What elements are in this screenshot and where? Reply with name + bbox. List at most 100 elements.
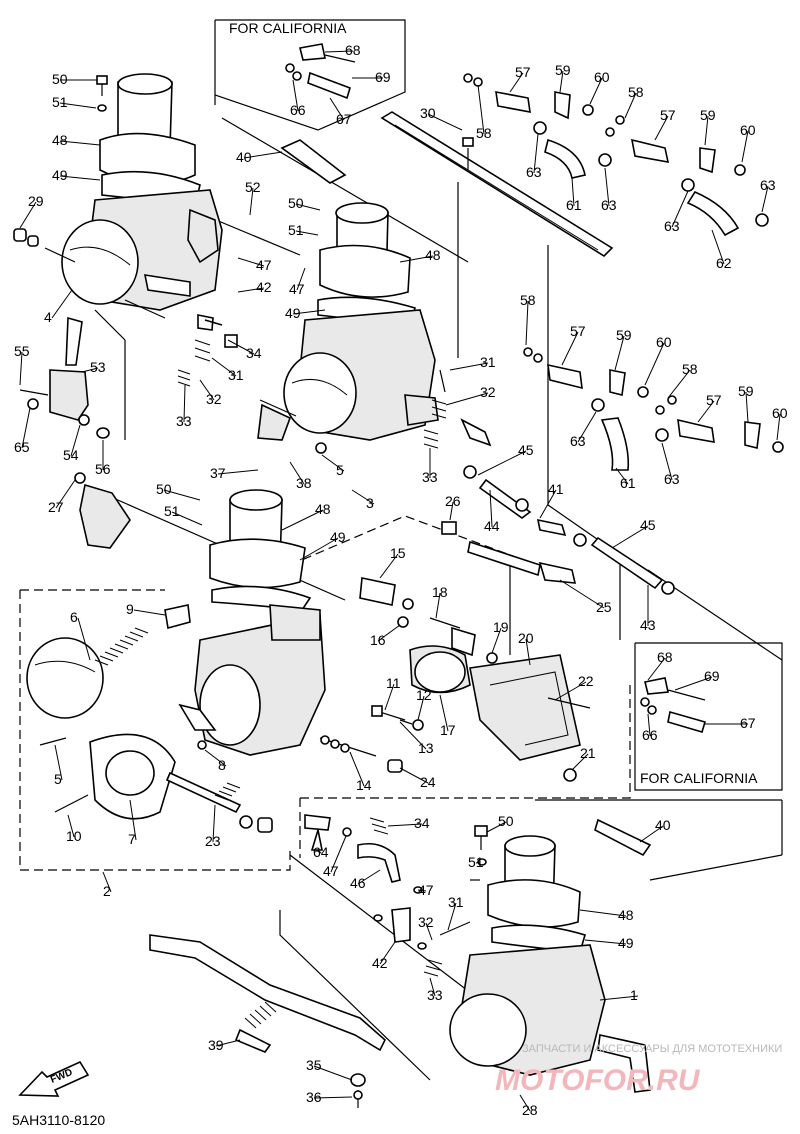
leader-line xyxy=(77,617,91,661)
part-number-63: 63 xyxy=(570,433,586,449)
part-number-28: 28 xyxy=(522,1102,538,1118)
part-number-19: 19 xyxy=(493,619,509,635)
leader-line xyxy=(387,823,423,827)
leader-line xyxy=(525,300,529,346)
leader-line xyxy=(54,744,63,781)
leader-line xyxy=(429,977,436,997)
leader-line xyxy=(349,751,365,787)
part-number-23: 23 xyxy=(205,833,221,849)
part-number-49: 49 xyxy=(330,529,346,545)
california-right-parts xyxy=(640,677,706,733)
part-number-44: 44 xyxy=(484,518,500,534)
leader-line xyxy=(204,749,227,767)
part-number-58: 58 xyxy=(682,361,698,377)
leader-line xyxy=(199,379,215,401)
leader-line xyxy=(417,889,427,892)
leader-line xyxy=(614,335,625,371)
part-number-13: 13 xyxy=(418,740,434,756)
part-number-66: 66 xyxy=(290,102,306,118)
part-number-48: 48 xyxy=(315,501,331,517)
leader-line xyxy=(439,694,449,732)
leader-line xyxy=(525,638,531,666)
part-number-32: 32 xyxy=(206,391,222,407)
leader-line xyxy=(295,230,319,236)
part-number-40: 40 xyxy=(655,817,671,833)
leader-line xyxy=(579,909,627,917)
part-number-63: 63 xyxy=(664,471,680,487)
leader-line xyxy=(477,450,527,476)
throttle-link-bracket xyxy=(149,934,386,1108)
part-number-37: 37 xyxy=(210,465,226,481)
part-number-5: 5 xyxy=(336,462,344,478)
part-number-39: 39 xyxy=(208,1037,224,1053)
part-number-58: 58 xyxy=(520,292,536,308)
part-number-61: 61 xyxy=(566,197,582,213)
part-number-60: 60 xyxy=(772,405,788,421)
part-number-17: 17 xyxy=(440,722,456,738)
leader-line xyxy=(330,835,347,873)
leader-line xyxy=(379,941,396,965)
part-number-57: 57 xyxy=(515,64,531,80)
leader-line xyxy=(211,357,237,377)
leader-line xyxy=(379,553,399,579)
part-number-59: 59 xyxy=(616,327,632,343)
part-number-58: 58 xyxy=(628,84,644,100)
part-number-59: 59 xyxy=(700,107,716,123)
top-left-small-parts xyxy=(19,75,238,549)
part-number-55: 55 xyxy=(14,343,30,359)
part-number-51: 51 xyxy=(288,222,304,238)
leader-line xyxy=(212,804,216,843)
leader-line xyxy=(776,413,781,441)
leader-line xyxy=(399,255,434,263)
part-number-68: 68 xyxy=(657,649,673,665)
leader-line xyxy=(639,825,664,843)
part-number-8: 8 xyxy=(218,757,226,773)
leader-line xyxy=(647,657,666,681)
part-number-48: 48 xyxy=(618,907,634,923)
part-number-60: 60 xyxy=(656,334,672,350)
part-number-50: 50 xyxy=(288,195,304,211)
leader-line xyxy=(295,203,321,211)
california-label-right: FOR CALIFORNIA xyxy=(640,770,758,786)
watermark-tagline: ЗАПЧАСТИ И АКСЕССУАРЫ ДЛЯ МОТОТЕХНИКИ xyxy=(522,1043,782,1055)
leader-line xyxy=(519,1094,531,1112)
leader-line xyxy=(313,1065,353,1081)
part-number-56: 56 xyxy=(95,461,111,477)
leader-line xyxy=(59,140,101,146)
part-number-15: 15 xyxy=(390,545,406,561)
part-number-51: 51 xyxy=(52,94,68,110)
leader-line xyxy=(102,871,112,893)
part-number-6: 6 xyxy=(70,609,78,625)
leader-line xyxy=(475,861,481,864)
part-number-35: 35 xyxy=(306,1057,322,1073)
part-number-46: 46 xyxy=(350,875,366,891)
leader-line xyxy=(67,814,75,838)
leader-line xyxy=(133,609,166,616)
part-number-54: 54 xyxy=(63,447,79,463)
part-number-49: 49 xyxy=(618,935,634,951)
fuel-rail-top xyxy=(280,111,614,258)
part-number-30: 30 xyxy=(420,105,436,121)
center-pipes xyxy=(441,465,675,595)
watermark-logo: MOTOFOR.RU xyxy=(495,1064,701,1097)
part-number-45: 45 xyxy=(640,517,656,533)
part-number-42: 42 xyxy=(372,955,388,971)
part-number-12: 12 xyxy=(416,687,432,703)
part-number-67: 67 xyxy=(336,111,352,127)
leader-line xyxy=(741,130,749,163)
leader-line xyxy=(59,175,101,181)
part-number-63: 63 xyxy=(664,218,680,234)
part-number-7: 7 xyxy=(128,831,136,847)
leader-line xyxy=(704,115,709,146)
leader-line xyxy=(447,902,457,931)
leader-line xyxy=(292,309,326,315)
part-number-22: 22 xyxy=(578,673,594,689)
leader-line xyxy=(51,289,73,319)
leader-line xyxy=(281,509,324,531)
leader-line xyxy=(509,72,524,93)
leader-line xyxy=(129,799,137,841)
leader-lines xyxy=(19,50,781,1112)
part-number-11: 11 xyxy=(386,675,401,691)
part-number-49: 49 xyxy=(52,167,68,183)
